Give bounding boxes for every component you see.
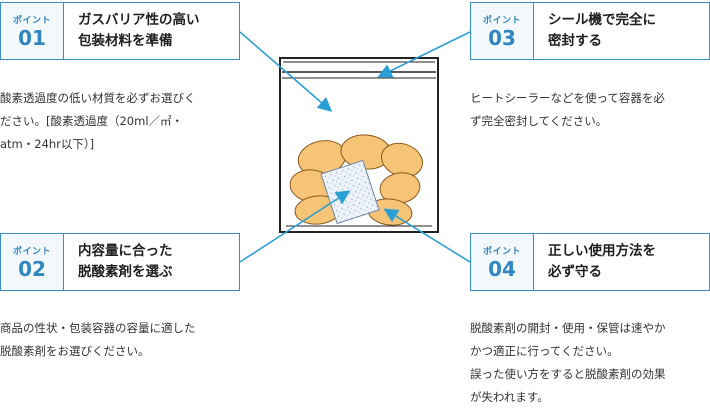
point-01-card: ポイント 01 ガスバリア性の高い 包装材料を準備 [0, 2, 240, 60]
point-02-card: ポイント 02 内容量に合った 脱酸素剤を選ぶ [0, 233, 240, 291]
cracker-icon [289, 134, 423, 226]
point-02-label: ポイント [12, 247, 51, 257]
point-04-number: 04 [488, 257, 516, 281]
point-01-label: ポイント [12, 16, 51, 26]
point-03-label: ポイント [482, 16, 521, 26]
point-02-badge: ポイント 02 [1, 234, 64, 290]
point-01-title: ガスバリア性の高い 包装材料を準備 [78, 12, 200, 49]
point-01-number: 01 [18, 26, 46, 50]
point-01-description: 酸素透過度の低い材質を必ずお選びく ださい。[酸素透過度（20ml／㎡・ atm… [0, 91, 196, 151]
point-03-title: シール機で完全に 密封する [548, 12, 656, 49]
point-04-title: 正しい使用方法を 必ず守る [548, 243, 656, 280]
point-04-label: ポイント [482, 247, 521, 257]
point-04-card: ポイント 04 正しい使用方法を 必ず守る [470, 233, 710, 291]
point-02-title: 内容量に合った 脱酸素剤を選ぶ [78, 243, 173, 280]
arrow-icon [239, 31, 471, 263]
point-01-badge: ポイント 01 [1, 3, 64, 59]
point-03-description: ヒートシーラーなどを使って容器を必 ず完全密封してください。 [470, 91, 665, 128]
point-04-badge: ポイント 04 [471, 234, 534, 290]
point-02-number: 02 [18, 257, 46, 281]
point-04-description: 脱酸素剤の開封・使用・保管は速やか かつ適正に行ってください。 誤った使い方をす… [470, 321, 666, 404]
point-03-number: 03 [488, 26, 516, 50]
point-03-badge: ポイント 03 [471, 3, 534, 59]
point-02-description: 商品の性状・包装容器の容量に適した 脱酸素剤をお選びください。 [0, 321, 196, 358]
